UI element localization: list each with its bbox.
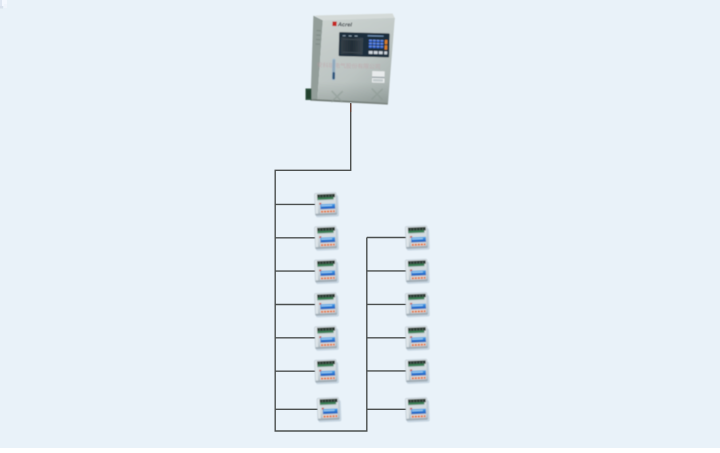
- svg-text:Acrel: Acrel: [337, 22, 353, 28]
- svg-text:安科瑞电气股份有限公司: 安科瑞电气股份有限公司: [317, 61, 381, 71]
